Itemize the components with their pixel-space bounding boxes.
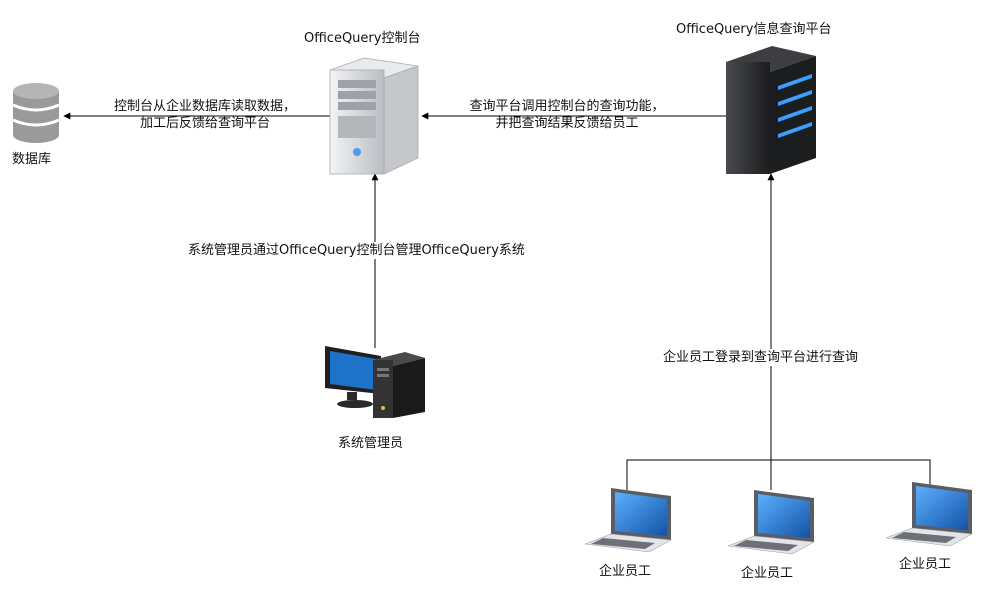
edge-console-to-database-label: 控制台从企业数据库读取数据， 加工后反馈给查询平台 — [100, 98, 310, 132]
edge-platform-to-console-line2: 并把查询结果反馈给员工 — [495, 116, 639, 131]
connectors — [63, 112, 931, 490]
laptop-icon — [584, 488, 672, 553]
employee-label: 企业员工 — [899, 557, 952, 572]
edge-platform-to-console-label: 查询平台调用控制台的查询功能， 并把查询结果反馈给员工 — [452, 98, 682, 132]
employee-bus-line — [626, 459, 931, 490]
employee-label: 企业员工 — [599, 564, 652, 579]
edge-platform-to-console-line1: 查询平台调用控制台的查询功能， — [469, 99, 665, 114]
admin-label: 系统管理员 — [338, 436, 404, 451]
database-icon — [12, 83, 60, 143]
console-title: OfficeQuery控制台 — [304, 31, 421, 46]
edge-admin-to-console-label: 系统管理员通过OfficeQuery控制台管理OfficeQuery系统 — [188, 242, 525, 259]
employee-label: 企业员工 — [741, 566, 794, 581]
laptop-icon — [727, 490, 815, 555]
edge-console-to-database-line1: 控制台从企业数据库读取数据， — [113, 99, 296, 114]
query-platform-title: OfficeQuery信息查询平台 — [676, 22, 832, 37]
edge-console-to-database-line2: 加工后反馈给查询平台 — [139, 116, 270, 131]
database-label: 数据库 — [12, 152, 52, 167]
black-server-tower-icon — [726, 46, 816, 174]
laptop-icon — [885, 482, 973, 547]
white-server-tower-icon — [329, 57, 419, 175]
desktop-computer-icon — [325, 346, 425, 418]
edge-employees-to-platform-label: 企业员工登录到查询平台进行查询 — [663, 349, 859, 366]
